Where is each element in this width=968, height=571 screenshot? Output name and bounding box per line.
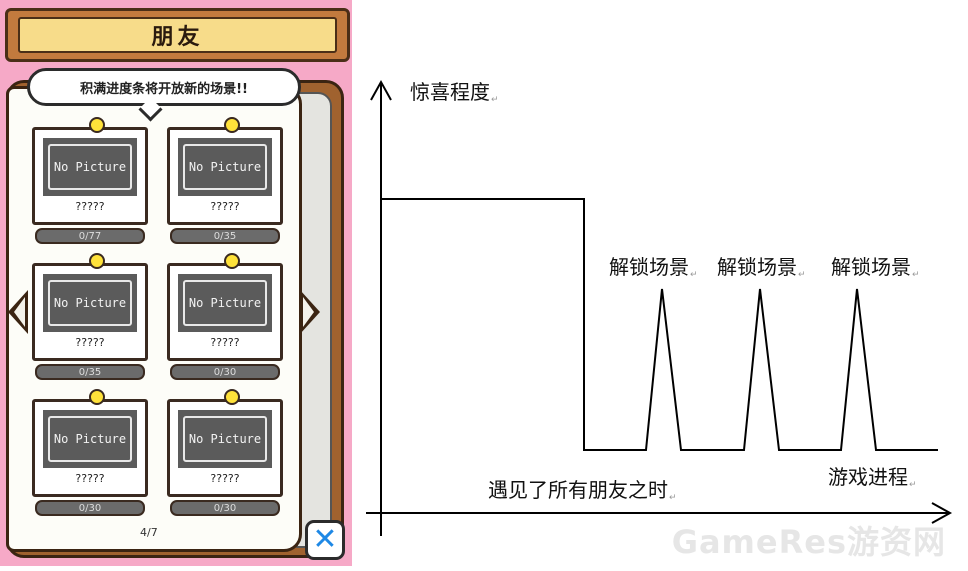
title-bar: 朋友 (5, 8, 350, 62)
diagram-lines (366, 79, 953, 536)
pin-icon (224, 389, 240, 405)
friend-card[interactable]: No Picture ????? (32, 127, 148, 225)
y-axis-arrow-icon (370, 79, 392, 101)
title-plate: 朋友 (18, 17, 337, 53)
x-axis-label: 游戏进程↵ (828, 465, 917, 490)
friend-progress-bar: 0/77 (35, 228, 145, 244)
progress-text: 0/30 (213, 502, 237, 514)
photo-placeholder-text: No Picture (53, 432, 127, 446)
friend-name: ????? (210, 200, 240, 213)
milestone-annotation: 遇见了所有朋友之时↵ (488, 478, 677, 503)
progress-text: 0/30 (78, 502, 102, 514)
friend-photo: No Picture (178, 138, 272, 196)
friend-photo: No Picture (43, 138, 137, 196)
progress-text: 0/30 (213, 366, 237, 378)
progress-text: 0/35 (213, 230, 237, 242)
friend-progress-bar: 0/30 (170, 500, 280, 516)
friend-name: ????? (210, 472, 240, 485)
x-axis-arrow-icon (931, 502, 953, 524)
friend-name: ????? (75, 336, 105, 349)
friend-name: ????? (75, 472, 105, 485)
peak-label: 解锁场景↵ (717, 255, 806, 280)
surprise-diagram: 惊喜程度↵ 解锁场景↵ 解锁场景↵ 解锁场景↵ 游戏进程↵ 遇见了所有朋友之时↵… (352, 0, 968, 571)
page-indicator: 4/7 (140, 526, 158, 539)
friend-name: ????? (75, 200, 105, 213)
photo-placeholder-text: No Picture (53, 296, 127, 310)
photo-placeholder-text: No Picture (188, 160, 262, 174)
photo-placeholder-text: No Picture (53, 160, 127, 174)
friend-photo: No Picture (43, 274, 137, 332)
friend-progress-bar: 0/30 (170, 364, 280, 380)
y-axis-label: 惊喜程度↵ (410, 80, 499, 105)
pin-icon (224, 117, 240, 133)
friend-card[interactable]: No Picture ????? (167, 127, 283, 225)
friend-card[interactable]: No Picture ????? (167, 263, 283, 361)
photo-placeholder-text: No Picture (188, 296, 262, 310)
friend-photo: No Picture (178, 274, 272, 332)
pin-icon (89, 117, 105, 133)
progress-text: 0/77 (78, 230, 102, 242)
friend-card[interactable]: No Picture ????? (167, 399, 283, 497)
pin-icon (89, 389, 105, 405)
friend-card[interactable]: No Picture ????? (32, 263, 148, 361)
peak-label: 解锁场景↵ (609, 255, 698, 280)
friend-name: ????? (210, 336, 240, 349)
photo-placeholder-text: No Picture (188, 432, 262, 446)
friend-card[interactable]: No Picture ????? (32, 399, 148, 497)
peak-label: 解锁场景↵ (831, 255, 920, 280)
watermark: GameRes游资网 (671, 523, 946, 561)
page-title: 朋友 (151, 25, 204, 50)
friend-photo: No Picture (178, 410, 272, 468)
pin-icon (224, 253, 240, 269)
progress-text: 0/35 (78, 366, 102, 378)
next-page-triangle-right-icon[interactable] (300, 290, 320, 334)
prev-page-triangle-left-icon[interactable] (8, 290, 28, 334)
hint-text: 积满进度条将开放新的场景!! (80, 81, 248, 97)
friend-photo: No Picture (43, 410, 137, 468)
pin-icon (89, 253, 105, 269)
close-x-icon: ✕ (312, 522, 338, 557)
hint-bubble: 积满进度条将开放新的场景!! (27, 68, 301, 106)
friend-progress-bar: 0/35 (170, 228, 280, 244)
friend-progress-bar: 0/35 (35, 364, 145, 380)
friends-screen: 朋友 积满进度条将开放新的场景!! No Picture ????? 0/77 … (0, 0, 352, 566)
close-button[interactable]: ✕ (305, 520, 345, 560)
friend-progress-bar: 0/30 (35, 500, 145, 516)
surprise-curve (381, 198, 938, 451)
